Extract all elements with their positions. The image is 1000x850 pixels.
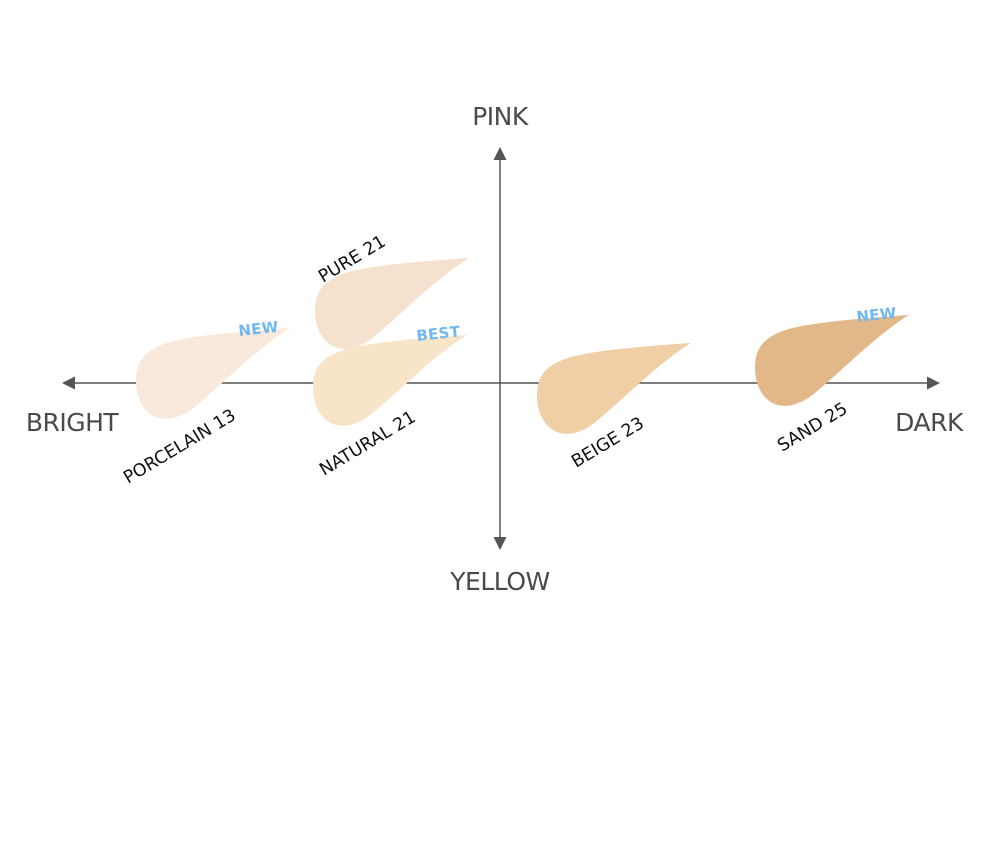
left-arrow-icon	[62, 376, 75, 390]
shade-label-porcelain-13: PORCELAIN 13	[120, 406, 239, 489]
swatch-smear	[537, 342, 691, 434]
swatch-porcelain-13	[136, 327, 290, 419]
right-arrow-icon	[927, 376, 940, 390]
up-arrow-icon	[493, 147, 507, 160]
swatch-smear	[136, 327, 290, 419]
axis-label-bottom: YELLOW	[449, 567, 549, 596]
axis-label-top: PINK	[472, 102, 529, 131]
badge-best-natural-21: BEST	[416, 322, 462, 345]
down-arrow-icon	[493, 537, 507, 550]
shade-label-sand-25: SAND 25	[774, 399, 851, 456]
badge-new-sand-25: NEW	[856, 304, 898, 326]
swatch-beige-23	[537, 342, 691, 434]
badge-new-porcelain-13: NEW	[238, 318, 280, 340]
swatch-smear	[313, 334, 467, 426]
swatch-natural-21	[313, 334, 467, 426]
swatch-sand-25	[755, 314, 909, 406]
axis-label-right: DARK	[895, 408, 964, 437]
axis-label-left: BRIGHT	[26, 408, 120, 437]
swatch-smear	[755, 314, 909, 406]
